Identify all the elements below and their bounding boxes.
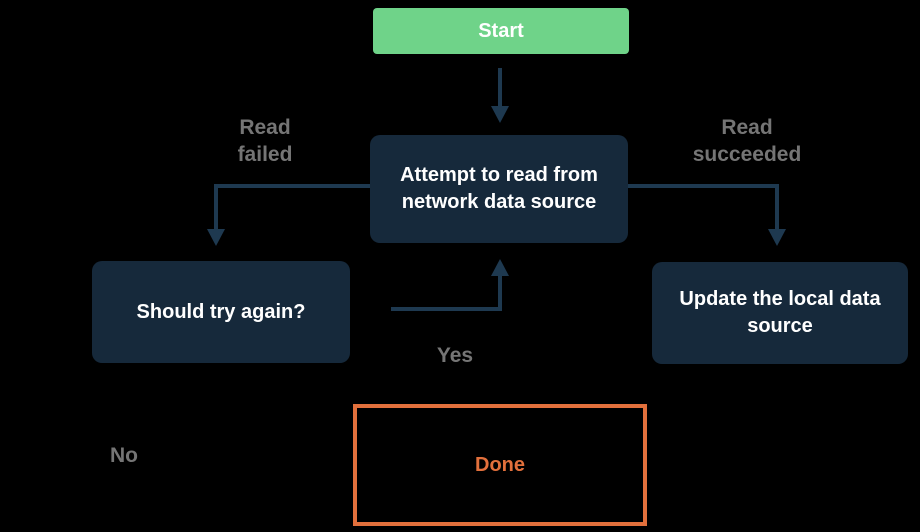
- edge-label-yes: Yes: [436, 344, 474, 367]
- arrowhead-down-icon: [207, 229, 225, 246]
- arrowhead-up-icon: [491, 259, 509, 276]
- connector-attempt-to-should-try: [214, 184, 370, 230]
- node-attempt-read: Attempt to read from network data source: [370, 135, 628, 243]
- edge-label-read-succeeded: Read succeeded: [692, 116, 802, 166]
- node-done: Done: [353, 404, 647, 526]
- arrowhead-down-icon: [491, 106, 509, 123]
- arrowhead-down-icon: [768, 229, 786, 246]
- node-attempt-read-label: Attempt to read from network data source: [400, 164, 598, 213]
- node-update-local-data: Update the local data source: [652, 262, 908, 364]
- node-update-local-data-label: Update the local data source: [679, 288, 881, 337]
- node-done-label: Done: [475, 453, 525, 476]
- node-start-label: Start: [478, 19, 524, 42]
- edge-label-no: No: [110, 444, 138, 467]
- connector-attempt-to-update: [628, 184, 779, 230]
- node-should-try-again-label: Should try again?: [136, 300, 306, 323]
- edge-label-read-failed: Read failed: [237, 116, 293, 166]
- connector-yes-to-attempt: [391, 276, 502, 311]
- node-start: Start: [373, 8, 629, 54]
- node-should-try-again: Should try again?: [92, 261, 350, 363]
